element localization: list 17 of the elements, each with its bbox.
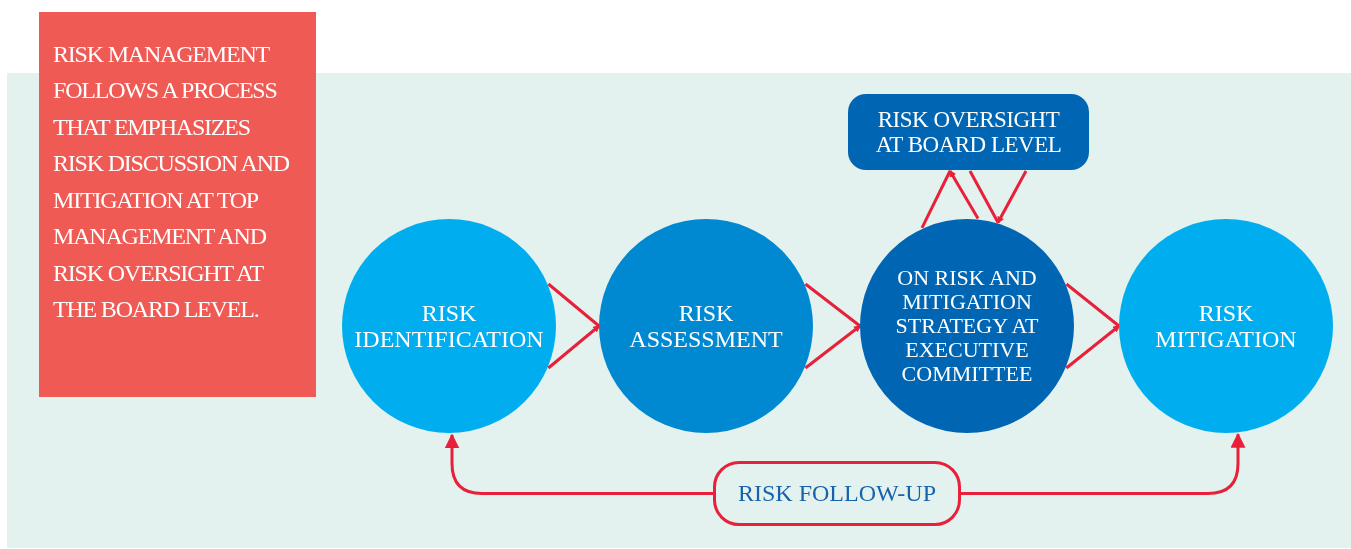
note-box — [39, 12, 316, 397]
node-label: RISK IDENTIFICATION — [354, 299, 544, 353]
chevron-arrow — [803, 282, 862, 370]
node-label: RISK MITIGATION — [1154, 299, 1298, 353]
oversight-box — [848, 94, 1089, 170]
chevron-arrow — [920, 169, 980, 230]
node-label: ON RISK AND MITIGATION STRATEGY AT EXECUTIVE COMMITTEE — [894, 265, 1040, 387]
chevron-arrow — [1064, 282, 1121, 370]
node-label: RISK ASSESSMENT — [628, 299, 784, 353]
arrow — [444, 433, 713, 495]
chevron-arrow — [968, 169, 1028, 225]
follow-up-box — [713, 461, 961, 526]
chevron-arrow — [546, 282, 601, 370]
note-text: RISK MANAGEMENT FOLLOWS A PROCESS THAT EMPHASIZES RISK DISCUSSION AND MITIGATION AT TOP MANAGEMENT AND RISK OVERSIGHT AT THE BOARD LEVEL. — [53, 40, 290, 325]
node-label: RISK OVERSIGHT AT BOARD LEVEL — [874, 106, 1063, 158]
node-label: RISK FOLLOW-UP — [738, 480, 936, 507]
arrow — [961, 432, 1246, 495]
